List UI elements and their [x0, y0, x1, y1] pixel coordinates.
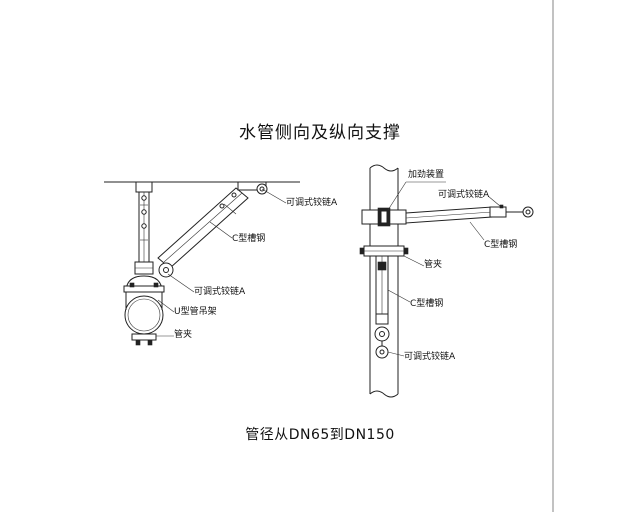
label-u-hanger: U型管吊架: [174, 307, 217, 317]
left-lateral-brace-detail: [104, 181, 300, 346]
diagonal-channel: [157, 181, 268, 278]
drawing-title: 水管侧向及纵向支撑: [239, 123, 401, 143]
right-leaders: [387, 181, 501, 357]
riser-pipe-clamp: [359, 245, 409, 257]
right-longitudinal-brace-detail: [359, 164, 534, 398]
hanger-rod: [134, 181, 154, 275]
drawing-caption: 管径从DN65到DN150: [245, 427, 395, 443]
label-left-hinge-top: 可调式铰链A: [286, 198, 338, 208]
label-left-clamp: 管夹: [174, 330, 193, 340]
horizontal-channel: [405, 204, 534, 224]
label-right-hinge-bottom: 可调式铰链A: [404, 352, 456, 362]
label-right-clamp: 管夹: [424, 260, 443, 270]
label-right-hinge-top: 可调式铰链A: [438, 190, 490, 200]
label-reinforcement: 加劲装置: [408, 170, 445, 180]
label-left-hinge-bottom: 可调式铰链A: [194, 287, 246, 297]
u-hanger-clamp: [123, 275, 165, 346]
label-left-channel: C型槽钢: [232, 234, 266, 244]
reinforcement-clamp: [361, 207, 407, 227]
label-right-channel-vertical: C型槽钢: [410, 299, 444, 309]
left-leaders: [156, 188, 287, 337]
label-right-channel-horizontal: C型槽钢: [484, 240, 518, 250]
vertical-channel: [374, 255, 390, 359]
riser-pipe: [369, 164, 399, 398]
